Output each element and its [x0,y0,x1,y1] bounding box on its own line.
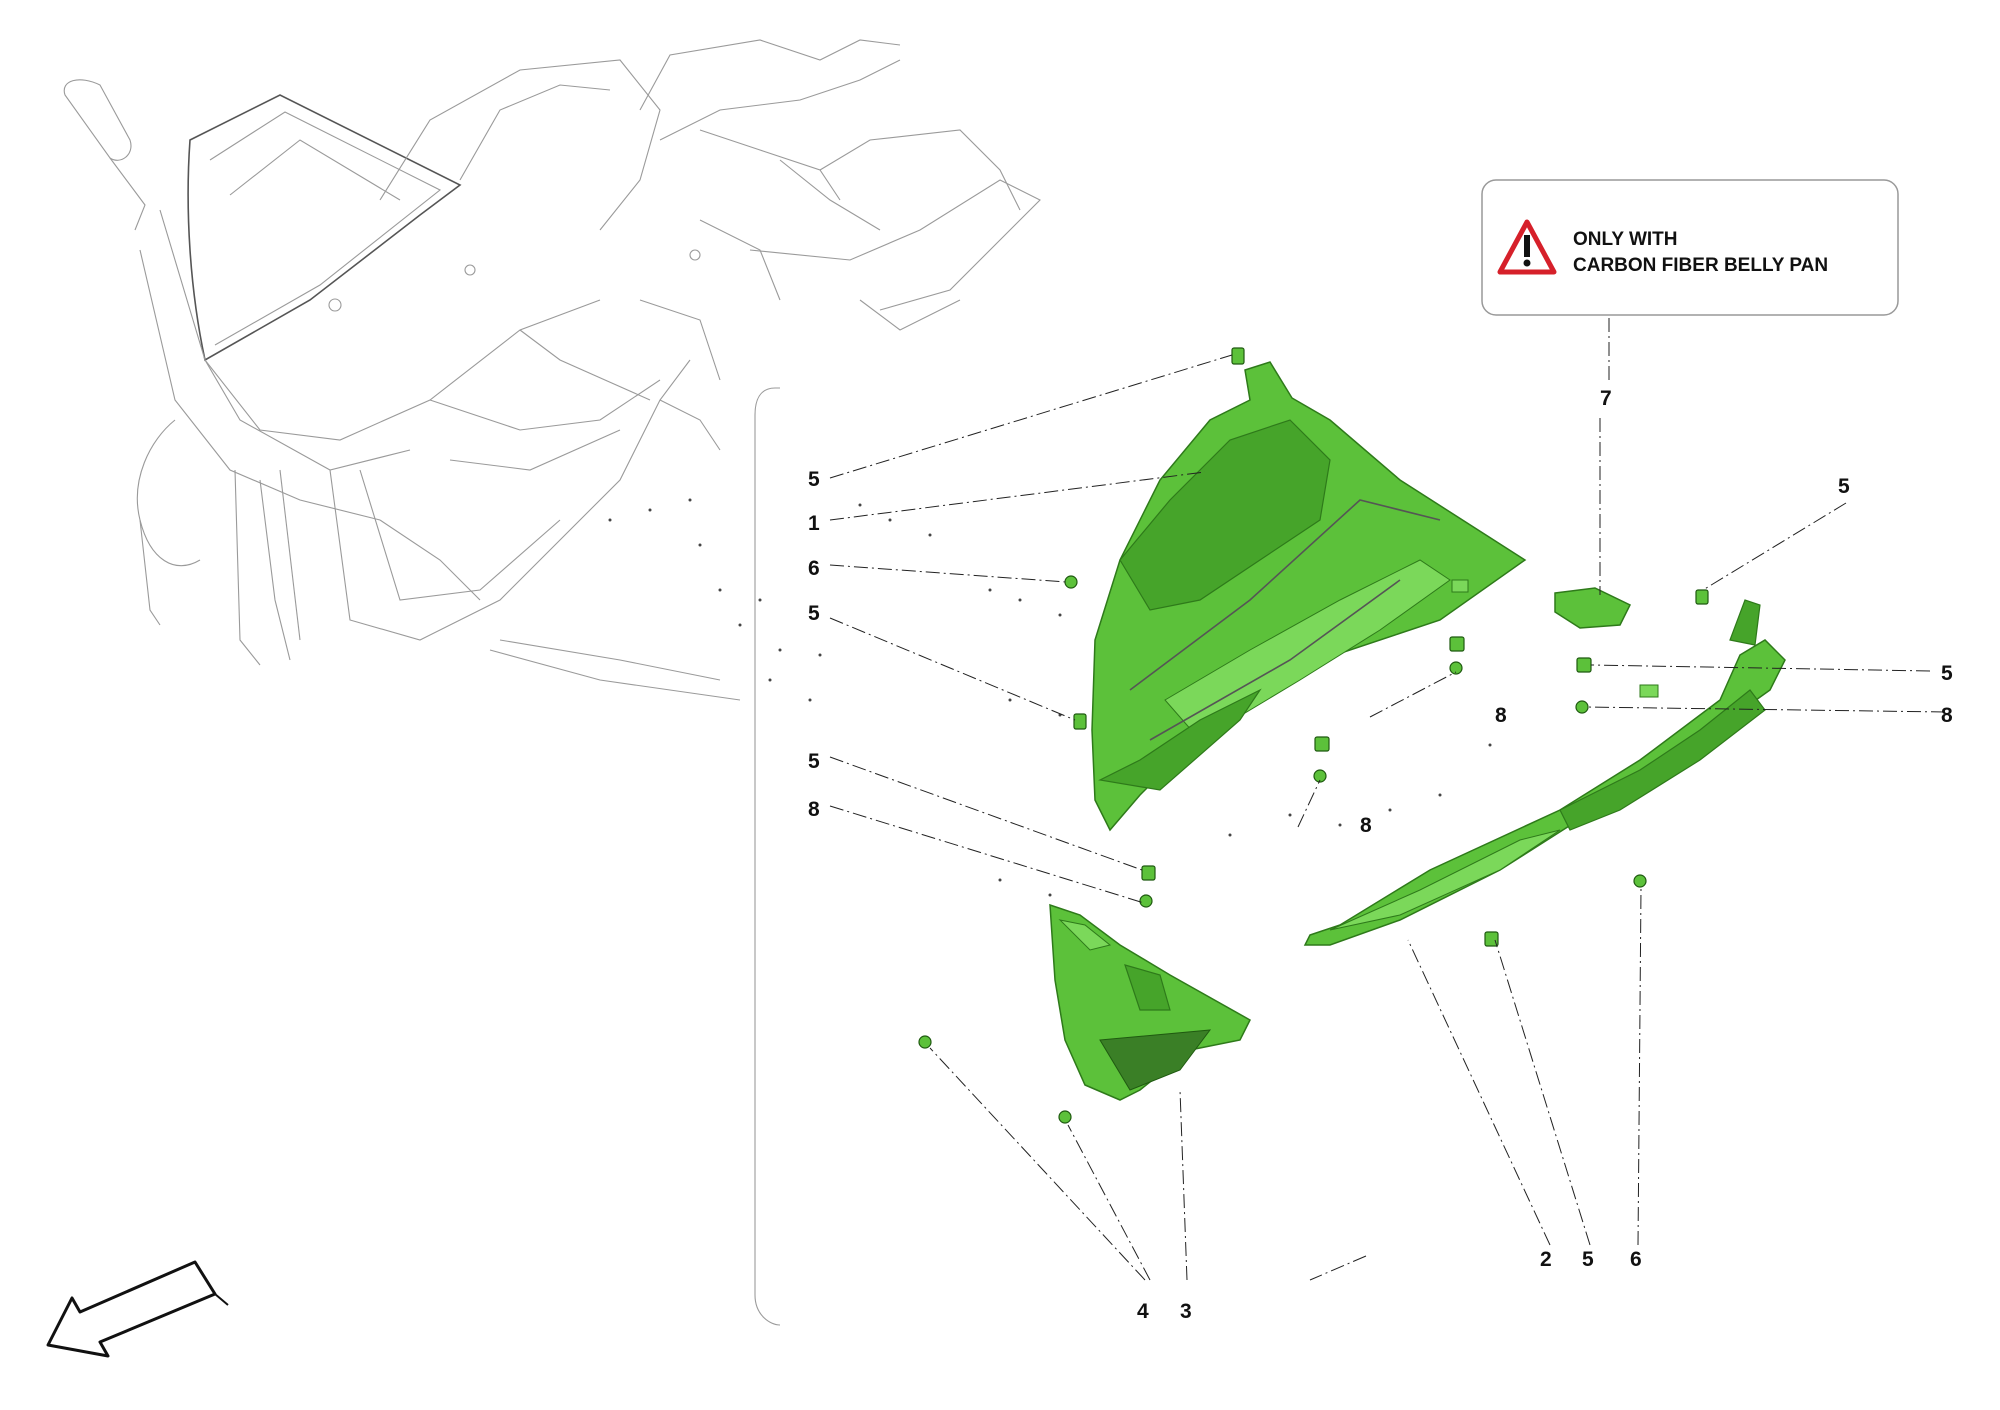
assembly-bracket [754,387,781,1326]
dotted-guide-lines [608,498,1492,897]
callout-5-right: 5 [1941,662,1953,685]
part-7-mounting-plate[interactable] [1554,587,1632,629]
callout-5-top: 5 [808,468,820,491]
callout-labels: 5 1 6 5 5 8 7 5 5 8 8 8 2 5 6 4 3 [808,387,1953,1323]
callout-8-right: 8 [1941,704,1953,727]
callout-2: 2 [1540,1248,1552,1271]
part-1-upper-belly-pan[interactable] [1091,361,1527,832]
leader-lines [829,318,1946,1281]
callout-8-mid-a: 8 [1495,704,1507,727]
warning-triangle-icon [1497,219,1557,275]
callout-8-left: 8 [808,798,820,821]
part-2-lower-side-panel[interactable] [1303,599,1786,946]
callout-6-left: 6 [808,557,820,580]
callout-7: 7 [1600,387,1612,410]
callout-6-bottom: 6 [1630,1248,1642,1271]
carbon-fiber-note-box: ONLY WITH CARBON FIBER BELLY PAN [1481,179,1899,316]
callout-8-mid-b: 8 [1360,814,1372,837]
callout-5-bottom: 5 [1582,1248,1594,1271]
part-3-intake-mesh-guard[interactable] [1049,903,1251,1101]
callout-5-left: 5 [808,602,820,625]
callout-3: 3 [1180,1300,1192,1323]
callout-4: 4 [1137,1300,1149,1323]
callout-5-right-top: 5 [1838,475,1850,498]
callout-1: 1 [808,512,820,535]
fasteners[interactable] [918,347,1709,1124]
motorcycle-outline-sketch [63,39,1041,701]
front-direction-arrow-icon [46,1260,229,1358]
note-line-1: ONLY WITH [1573,229,1678,250]
note-line-2: CARBON FIBER BELLY PAN [1573,255,1828,276]
callout-5-mid: 5 [808,750,820,773]
